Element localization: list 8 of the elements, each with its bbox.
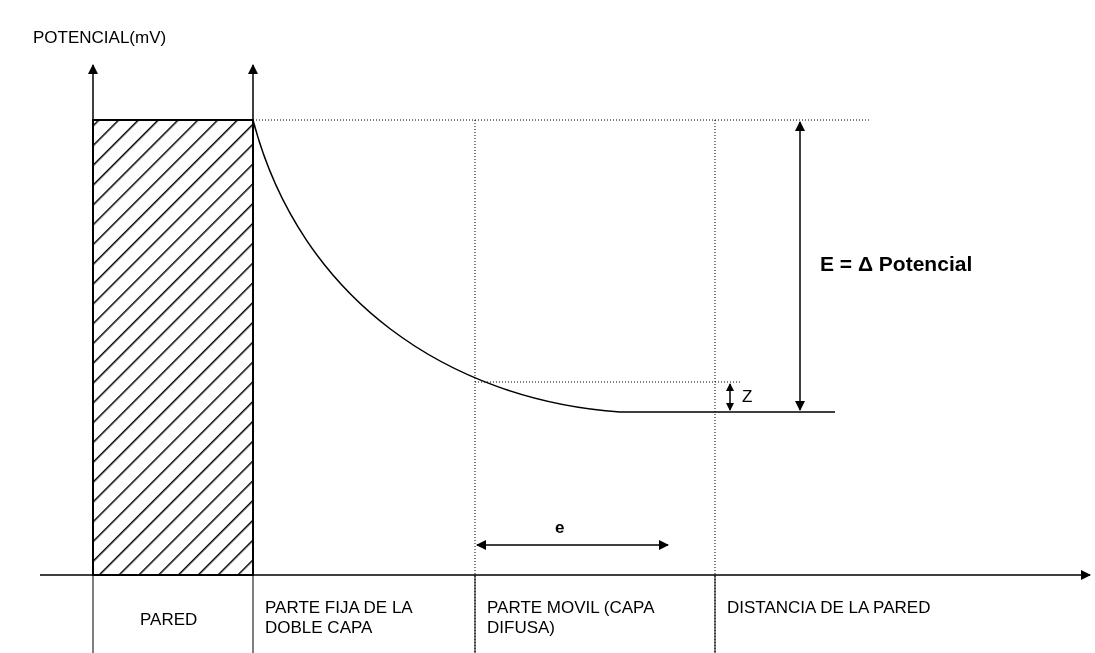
measure-label: Z [742, 387, 753, 407]
measure-label: E = Δ Potencial [820, 254, 973, 274]
zone-label: PARTE MOVIL (CAPA DIFUSA) [487, 598, 656, 638]
zone-label: DISTANCIA DE LA PARED [727, 598, 931, 618]
axis-label: POTENCIAL(mV) [33, 28, 167, 48]
zone-label: PARED [140, 610, 198, 630]
zone-label: PARTE FIJA DE LA DOBLE CAPA [265, 598, 414, 638]
measure-label: e [555, 518, 565, 538]
